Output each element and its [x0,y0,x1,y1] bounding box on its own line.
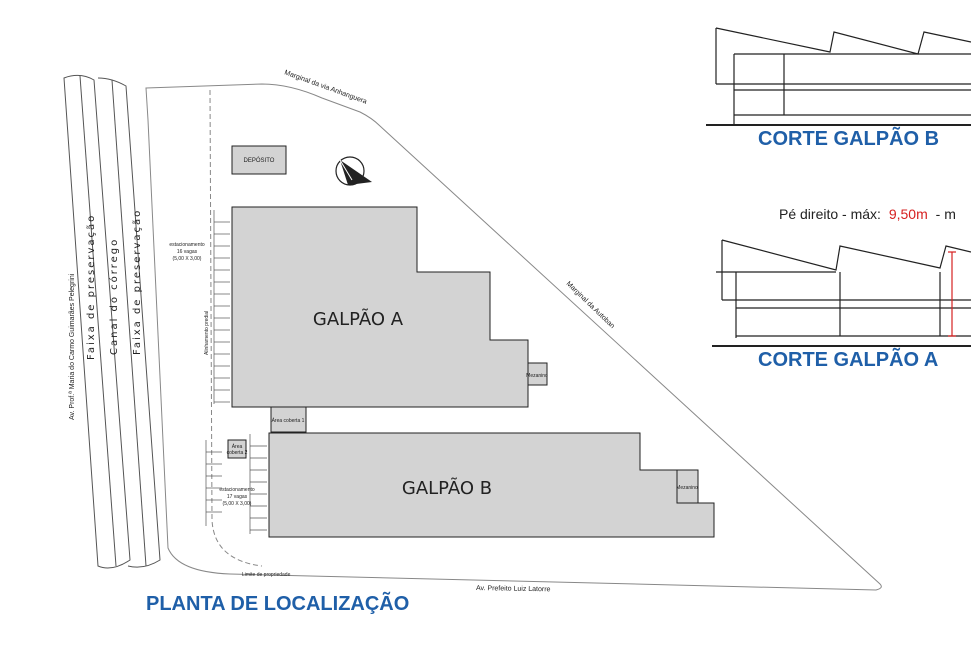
pe-direito-prefix: Pé direito - máx: [779,206,881,222]
area-coberta-2-label-1: Área [232,443,243,450]
galpao-a-building [231,206,529,408]
property-outline [145,83,882,591]
pe-direito-suffix: - m [936,206,956,222]
corte-b-title: CORTE GALPÃO B [758,127,939,150]
north-arrow-icon [335,156,372,186]
road-left-label: Av. Prof.ª Maria do Carmo Guimarães Pele… [69,273,76,420]
area-coberta-2 [227,439,247,459]
galpao-a-mezanino-label: Mezanino [526,373,548,379]
galpao-b-mezanino-label: Mezanino [676,485,698,491]
road-bottom-label: Av. Prefeito Luiz Latorre [476,585,551,593]
galpao-b-mezanino [676,469,699,504]
parking-b-label-2: 17 vagas [227,494,248,500]
parking-stalls-b [205,434,267,534]
parking-a-label-3: (5,00 X 3,00) [173,256,202,262]
corte-a-title: CORTE GALPÃO A [758,348,938,371]
plan-title: PLANTA DE LOCALIZAÇÃO [146,592,409,615]
parking-stalls-a [213,210,230,404]
parking-a-label-2: 16 vagas [177,249,198,255]
road-top-label: Marginal da via Anhanguera [283,69,367,105]
area-coberta-1 [270,406,307,433]
road-right-label: Marginal da Autoban [565,280,616,330]
area-coberta-1-label: Área coberta 1 [272,417,305,424]
property-limit-label: Limite de propriedade [242,572,291,578]
deposito-label: DEPÓSITO [244,157,275,164]
area-coberta-2-label-2: coberta 2 [227,450,248,456]
galpao-a-mezanino [527,362,548,386]
pe-direito-text: Pé direito - máx: 9,50m - m [779,206,956,222]
alinhamento-label: Alinhamento predial [204,311,210,355]
galpao-a-label: GALPÃO A [313,308,404,330]
corte-galpao-a-drawing [712,239,971,347]
parking-b-label-1: estacionamento [219,487,255,493]
galpao-b-label: GALPÃO B [402,477,492,499]
deposito-building [231,145,287,175]
strip-preservation-2-label: Faixa de preservação [132,209,143,355]
pe-direito-value: 9,50m [889,206,928,222]
parking-b-label-3: (5,00 X 3,00) [223,501,252,507]
parking-a-label-1: estacionamento [169,242,205,248]
strip-preservation-1-label: Faixa de preservação [86,214,97,360]
strip-canal-label: Canal do córrego [108,238,120,355]
preservation-strips [63,74,161,569]
corte-galpao-b-drawing [706,27,971,126]
